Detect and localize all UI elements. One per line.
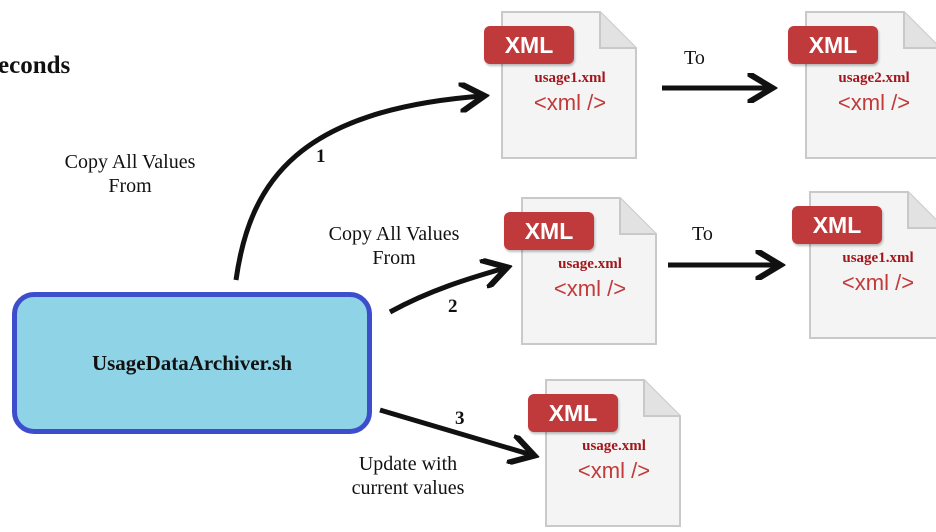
- file-name: usage2.xml: [838, 70, 910, 86]
- xml-file-usage-bottom: XML usage.xml <xml />: [528, 372, 686, 532]
- step-1-label: Copy All Values From: [50, 150, 210, 198]
- step-1-label-line2: From: [108, 175, 152, 197]
- connector-to-1-label: To: [684, 47, 705, 69]
- arrow-step-2: [388, 268, 505, 315]
- xml-badge: XML: [528, 394, 618, 432]
- arrow-step-3: [379, 407, 532, 455]
- xml-file-usage1-top: XML usage1.xml <xml />: [484, 4, 642, 164]
- step-3-label-line1: Update with: [358, 453, 458, 475]
- xml-file-usage-middle: XML usage.xml <xml />: [504, 190, 662, 350]
- step-3-number: 3: [455, 408, 465, 429]
- xml-badge: XML: [484, 26, 574, 64]
- connector-to-2-label: To: [692, 223, 713, 245]
- xml-badge: XML: [788, 26, 878, 64]
- file-name: usage1.xml: [842, 250, 914, 266]
- xml-badge: XML: [792, 206, 882, 244]
- file-name: usage.xml: [582, 438, 646, 454]
- xml-tag: <xml />: [841, 270, 915, 295]
- page-heading: econds: [0, 52, 71, 79]
- script-name: UsageDataArchiver.sh: [91, 350, 293, 375]
- arrows-layer: [233, 0, 936, 512]
- xml-tag: <xml />: [837, 90, 911, 115]
- script-box: UsageDataArchiver.sh: [12, 292, 372, 434]
- step-2-label: Copy All Values From: [288, 222, 500, 270]
- file-name: usage.xml: [558, 256, 622, 272]
- xml-file-usage2: XML usage2.xml <xml />: [788, 4, 936, 164]
- step-2-number: 2: [448, 296, 458, 317]
- step-2-label-line1: Copy All Values: [328, 223, 460, 245]
- xml-tag: <xml />: [553, 276, 627, 301]
- file-name: usage1.xml: [534, 70, 606, 86]
- step-1-number: 1: [316, 146, 326, 167]
- step-3-label: Update with current values: [328, 452, 488, 500]
- xml-tag: <xml />: [533, 90, 607, 115]
- xml-tag: <xml />: [577, 458, 651, 483]
- xml-badge: XML: [504, 212, 594, 250]
- step-2-label-line2: From: [372, 247, 416, 269]
- xml-file-usage1-middle: XML usage1.xml <xml />: [792, 184, 936, 344]
- arrow-step-1: [233, 96, 482, 281]
- step-1-label-line1: Copy All Values: [64, 151, 196, 173]
- step-3-label-line2: current values: [351, 477, 465, 499]
